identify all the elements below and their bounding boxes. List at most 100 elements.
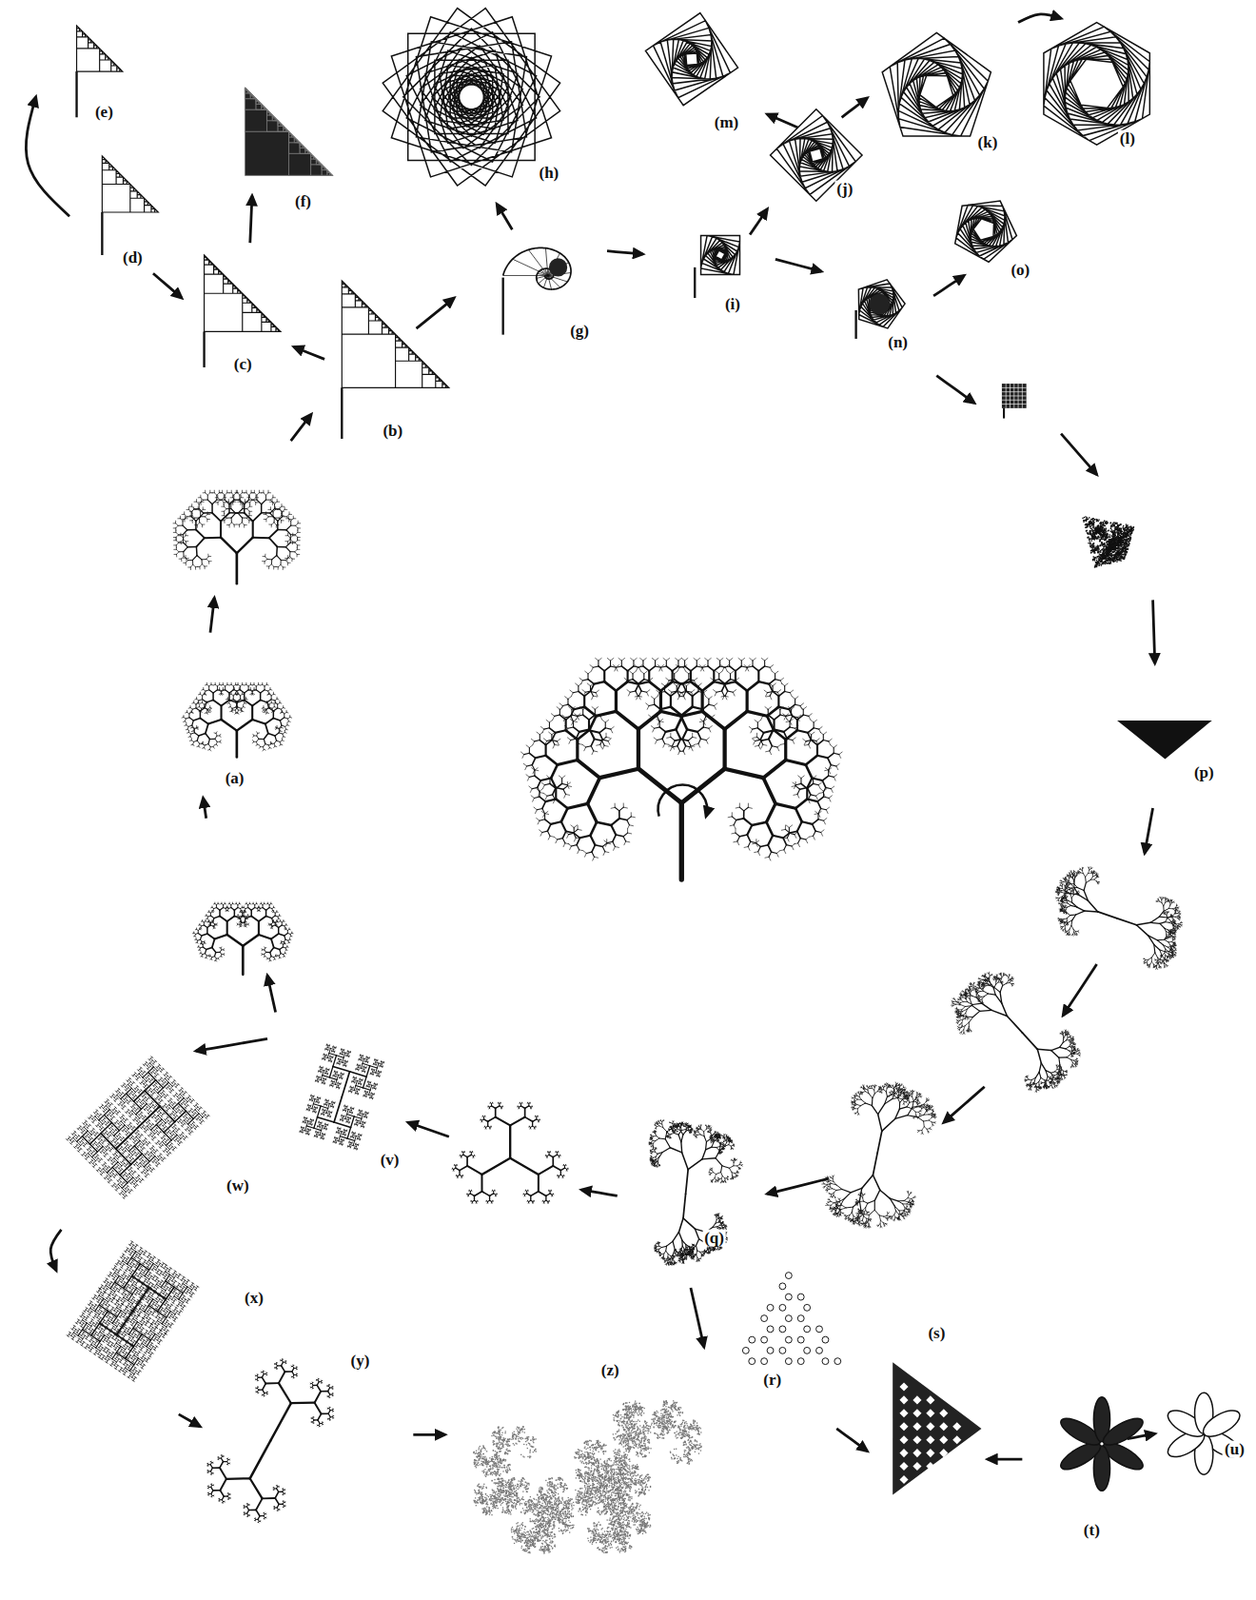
- pythagoras-tree: [606, 736, 610, 738]
- fractal-tree: [279, 702, 282, 704]
- fractal-tree: [212, 492, 216, 493]
- pythagoras-tree: [559, 703, 563, 707]
- pythagoras-tree: [529, 745, 532, 748]
- fractal-tree: [204, 712, 207, 714]
- pythagoras-tree: [678, 750, 681, 755]
- fractal-tree: [264, 558, 268, 561]
- pythagoras-tree: [590, 745, 594, 751]
- fractal-tree: [201, 559, 202, 565]
- fractal-tree: [271, 559, 272, 565]
- fractal-tree: [215, 924, 216, 925]
- fractal-tree: [239, 684, 242, 687]
- pythagoras-tree: [523, 763, 527, 766]
- fractal-tree: [277, 702, 280, 705]
- pythagoras-tree: [568, 696, 571, 700]
- fractal-tree: [202, 492, 206, 493]
- fractal-tree: [173, 490, 301, 584]
- fractal-tree: [297, 523, 301, 524]
- pythagoras-tree: [798, 775, 802, 779]
- pythagoras-tree: [815, 830, 822, 832]
- fractal-tree: [176, 540, 179, 543]
- fractal-tree: [176, 551, 179, 555]
- fractal-tree: [196, 745, 199, 747]
- pythagoras-tree: [570, 844, 577, 846]
- fractal-tree: [207, 499, 213, 505]
- fractal-tree: [194, 740, 198, 742]
- fractal-tree: [230, 502, 234, 503]
- fractal-tree: [189, 506, 193, 507]
- pythagoras-tree: [775, 679, 782, 681]
- fractal-tree: [192, 520, 193, 524]
- pythagoras-tree: [544, 727, 550, 729]
- pythagoras-tree: [623, 832, 628, 837]
- pythagoras-tree: [575, 683, 579, 687]
- pythagoras-tree: [725, 710, 748, 729]
- pythagoras-tree: [750, 728, 753, 733]
- fractal-tree: [196, 525, 197, 529]
- pythagoras-tree: [648, 714, 652, 718]
- fractal-tree: [274, 745, 275, 748]
- pythagoras-tree: [800, 838, 806, 840]
- fractal-tree: [282, 736, 284, 739]
- pythagoras-tree: [675, 657, 679, 661]
- fractal-tree: [215, 731, 217, 734]
- fractal-tree: [202, 509, 206, 510]
- fractal-tree: [281, 520, 285, 521]
- pythagoras-tree: [539, 792, 544, 794]
- pythagoras-tree: [531, 757, 535, 765]
- fractal-tree: [193, 718, 200, 721]
- pythagoras-tree: [687, 736, 692, 741]
- fractal-tree: [197, 932, 202, 936]
- pythagoras-tree: [593, 750, 598, 752]
- pythagoras-tree: [788, 832, 795, 834]
- pythagoras-tree: [746, 824, 752, 835]
- fractal-tree: [247, 497, 251, 498]
- pythagoras-tree: [542, 801, 546, 808]
- pythagoras-tree: [789, 726, 796, 728]
- pythagoras-tree: [755, 739, 762, 741]
- fractal-tree: [191, 740, 194, 743]
- pythagoras-tree: [792, 737, 796, 741]
- pythagoras-tree: [655, 740, 658, 745]
- pythagoras-tree: [727, 816, 732, 818]
- fractal-tree: [221, 699, 230, 706]
- pythagoras-tree: [594, 856, 599, 858]
- pythagoras-tree: [714, 691, 717, 696]
- fractal-tree: [288, 535, 292, 538]
- pythagoras-tree: [627, 689, 630, 693]
- pythagoras-tree: [678, 657, 682, 661]
- pythagoras-tree: [615, 681, 628, 691]
- fractal-tree: [194, 727, 197, 728]
- fractal-tree: [297, 528, 301, 529]
- pythagoras-tree: [556, 706, 560, 710]
- fractal-tree: [290, 542, 295, 543]
- fractal-tree: [279, 720, 282, 726]
- pythagoras-tree: [672, 666, 679, 671]
- pythagoras-tree: [697, 726, 704, 732]
- pythagoras-tree: [591, 851, 595, 857]
- fractal-tree: [251, 916, 259, 922]
- fractal-tree: [202, 747, 205, 749]
- fractal-tree: [256, 741, 258, 745]
- fractal-tree: [173, 536, 177, 537]
- pythagoras-tree: [748, 726, 752, 730]
- fractal-tree: [296, 553, 297, 557]
- fractal-tree: [268, 688, 271, 691]
- pythagoras-tree: [581, 680, 584, 685]
- pythagoras-tree: [735, 666, 742, 671]
- pythagoras-tree: [610, 818, 620, 825]
- pythagoras-tree: [822, 780, 825, 787]
- fractal-tree: [260, 699, 268, 702]
- fractal-tree: [280, 559, 286, 560]
- fractal-tree: [249, 492, 253, 495]
- fractal-tree: [199, 522, 203, 525]
- pythagoras-tree: [677, 745, 681, 751]
- pythagoras-tree: [628, 666, 634, 671]
- pythagoras-tree: [794, 834, 797, 839]
- pythagoras-tree: [532, 797, 535, 802]
- fractal-tree: [282, 567, 283, 570]
- fractal-tree: [239, 925, 241, 927]
- pythagoras-tree: [765, 856, 769, 858]
- pythagoras-tree: [615, 834, 624, 837]
- fractal-tree: [285, 560, 288, 564]
